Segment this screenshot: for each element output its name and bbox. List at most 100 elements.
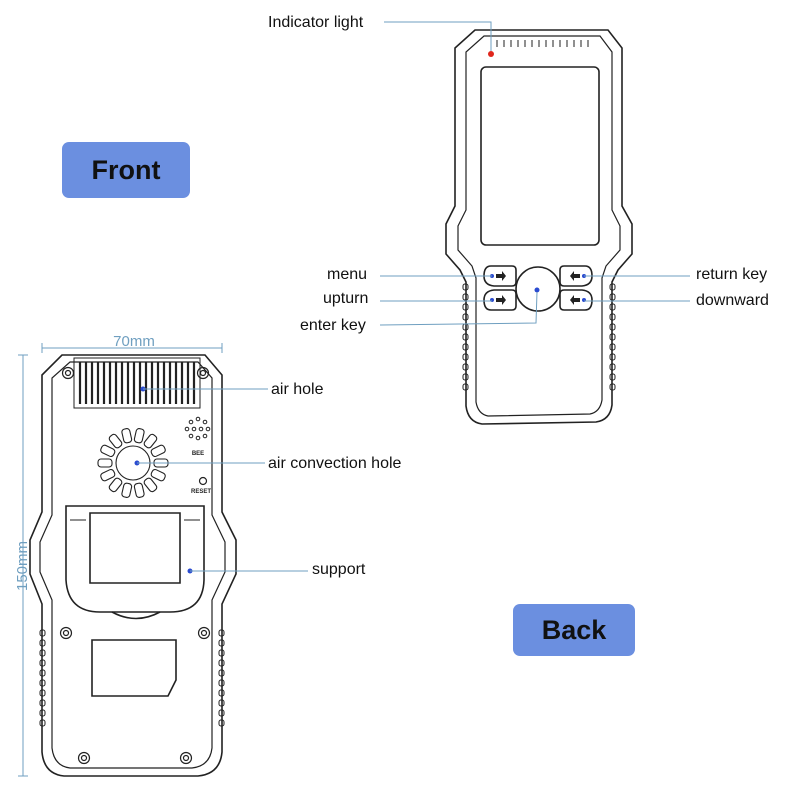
buzzer-hole	[191, 426, 197, 432]
height-dimension-label: 150mm	[14, 541, 31, 591]
device-front-view	[445, 29, 633, 425]
grip-ridge	[39, 639, 46, 647]
downward-arrow-icon	[570, 295, 580, 305]
buzzer-hole	[198, 426, 204, 432]
convection-segment	[121, 428, 133, 444]
grip-ridge	[39, 709, 46, 717]
convection-segment	[143, 477, 158, 493]
buzzer-hole	[188, 433, 194, 439]
grip-ridge	[609, 343, 616, 351]
grip-ridge	[462, 363, 469, 371]
upturn-arrow-icon	[496, 295, 506, 305]
indicator-leader	[384, 21, 492, 51]
downward-label: downward	[696, 292, 769, 309]
screw-head	[62, 629, 70, 637]
device-screen	[480, 66, 600, 246]
grip-ridge	[609, 313, 616, 321]
grip-ridge	[609, 283, 616, 291]
reset-hole	[198, 476, 208, 486]
convection-segment	[97, 458, 113, 468]
front-top-vent	[496, 40, 589, 47]
convection-segment	[133, 428, 145, 444]
grip-ridge	[218, 719, 225, 727]
grip-ridge	[218, 689, 225, 697]
grip-ridge	[39, 629, 46, 637]
enter-key-label: enter key	[300, 317, 366, 334]
grip-ridge	[462, 343, 469, 351]
screw-head	[80, 754, 88, 762]
enter-key-leader	[379, 291, 538, 326]
buzzer-hole	[184, 426, 190, 432]
support-foot	[111, 611, 161, 620]
convection-segment	[121, 482, 133, 498]
buzzer-hole	[205, 426, 211, 432]
grip-ridge	[609, 333, 616, 341]
grip-ridge	[609, 323, 616, 331]
leader-lines	[137, 21, 690, 572]
device-front-inner-outline	[457, 35, 621, 417]
bee-label: BEE	[192, 451, 204, 457]
grip-ridge	[609, 293, 616, 301]
support-label: support	[312, 561, 366, 578]
screw	[61, 366, 75, 380]
reset-label: RESET	[191, 489, 211, 495]
width-dimension-label: 70mm	[113, 333, 155, 350]
convection-segment	[108, 433, 123, 449]
support-outer	[65, 505, 205, 613]
grip-ridge	[39, 649, 46, 657]
grip-ridge	[462, 333, 469, 341]
menu-arrow-icon	[496, 271, 506, 281]
screw	[59, 626, 73, 640]
grip-ridge	[462, 383, 469, 391]
indicator-light-label: Indicator light	[268, 14, 364, 31]
label-plate	[91, 639, 177, 697]
menu-label: menu	[327, 266, 367, 283]
grip-ridge	[218, 669, 225, 677]
enter-key-button[interactable]	[515, 266, 561, 312]
buzzer-hole	[202, 433, 208, 439]
front-side-grips	[462, 283, 616, 391]
convection-segment	[143, 433, 158, 449]
vent-frame	[73, 357, 201, 409]
screw	[197, 626, 211, 640]
grip-ridge	[39, 719, 46, 727]
screw	[179, 751, 193, 765]
device-back-view	[29, 354, 237, 777]
grip-ridge	[218, 659, 225, 667]
support-inner	[89, 512, 181, 584]
convection-segment	[100, 468, 116, 482]
screw	[196, 366, 210, 380]
menu-button[interactable]	[483, 265, 517, 287]
air-convection-hole-label: air convection hole	[268, 455, 402, 472]
convection-segment	[100, 444, 116, 458]
screw-head	[200, 629, 208, 637]
return-button[interactable]	[559, 265, 593, 287]
return-arrow-icon	[570, 271, 580, 281]
grip-ridge	[39, 659, 46, 667]
grip-ridge	[218, 709, 225, 717]
grip-ridge	[218, 639, 225, 647]
grip-ridge	[39, 699, 46, 707]
grip-ridge	[609, 373, 616, 381]
dimension-lines	[18, 343, 223, 777]
front-badge: Front	[62, 142, 190, 198]
return-key-label: return key	[696, 266, 767, 283]
grip-ridge	[218, 629, 225, 637]
screw	[77, 751, 91, 765]
back-badge: Back	[513, 604, 635, 656]
grip-ridge	[218, 699, 225, 707]
grip-ridge	[609, 303, 616, 311]
support-bracket	[65, 505, 205, 620]
buzzer-hole	[195, 416, 201, 422]
grip-ridge	[609, 383, 616, 391]
screw-head	[199, 369, 207, 377]
button-arrow-icons	[496, 271, 580, 305]
rear-side-grips	[39, 629, 225, 727]
grip-ridge	[218, 649, 225, 657]
grip-ridge	[462, 373, 469, 381]
buzzer-hole	[202, 419, 208, 425]
convection-segment	[133, 482, 145, 498]
grip-ridge	[39, 669, 46, 677]
buzzer-holes	[184, 416, 211, 441]
